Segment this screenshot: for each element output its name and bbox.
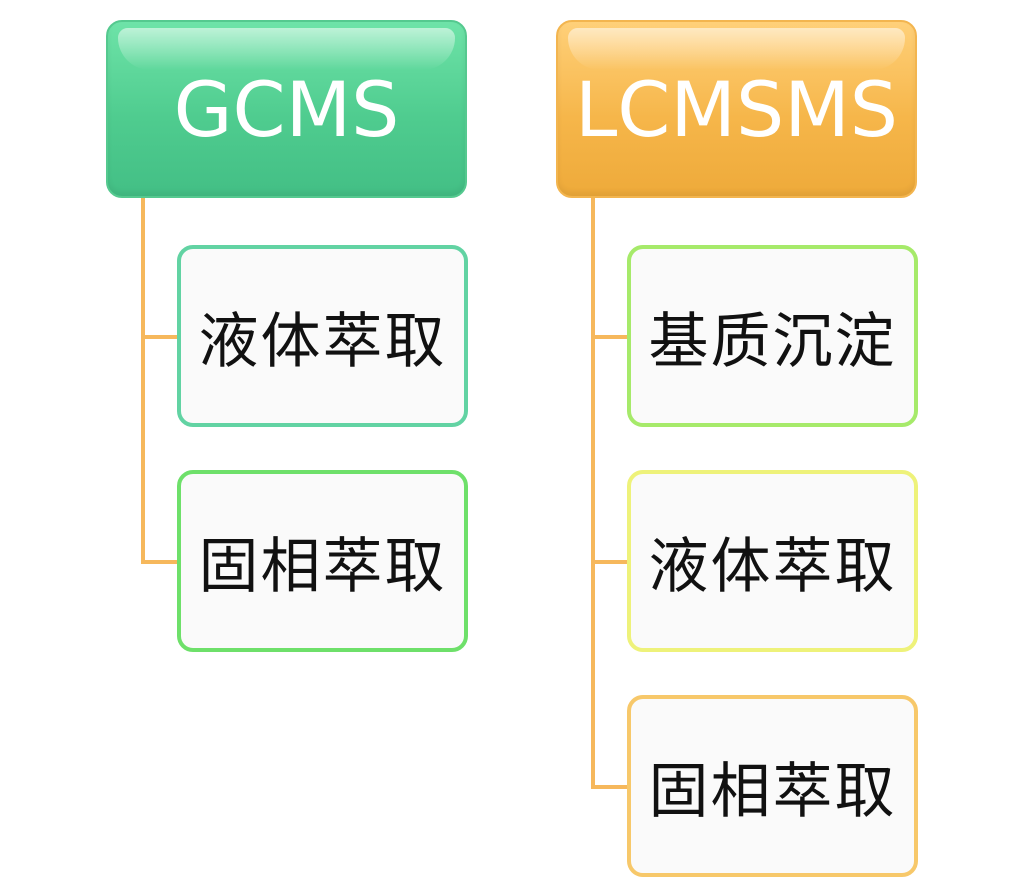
lcmsms-header: LCMSMS bbox=[556, 20, 917, 198]
gcms-connector-vertical bbox=[141, 198, 145, 564]
gcms-connector-branch-1 bbox=[141, 335, 179, 339]
gcms-header-label: GCMS bbox=[173, 64, 400, 154]
lcmsms-item-liquid-extraction: 液体萃取 bbox=[627, 470, 918, 652]
lcmsms-connector-vertical bbox=[591, 198, 595, 789]
gcms-header: GCMS bbox=[106, 20, 467, 198]
gcms-item-liquid-extraction: 液体萃取 bbox=[177, 245, 468, 427]
lcmsms-connector-branch-3 bbox=[591, 785, 629, 789]
lcmsms-header-label: LCMSMS bbox=[574, 64, 899, 154]
lcmsms-connector-branch-1 bbox=[591, 335, 629, 339]
lcmsms-item-matrix-precipitation: 基质沉淀 bbox=[627, 245, 918, 427]
gcms-connector-branch-2 bbox=[141, 560, 179, 564]
gcms-item-solid-phase-extraction: 固相萃取 bbox=[177, 470, 468, 652]
lcmsms-item-solid-phase-extraction: 固相萃取 bbox=[627, 695, 918, 877]
lcmsms-connector-branch-2 bbox=[591, 560, 629, 564]
